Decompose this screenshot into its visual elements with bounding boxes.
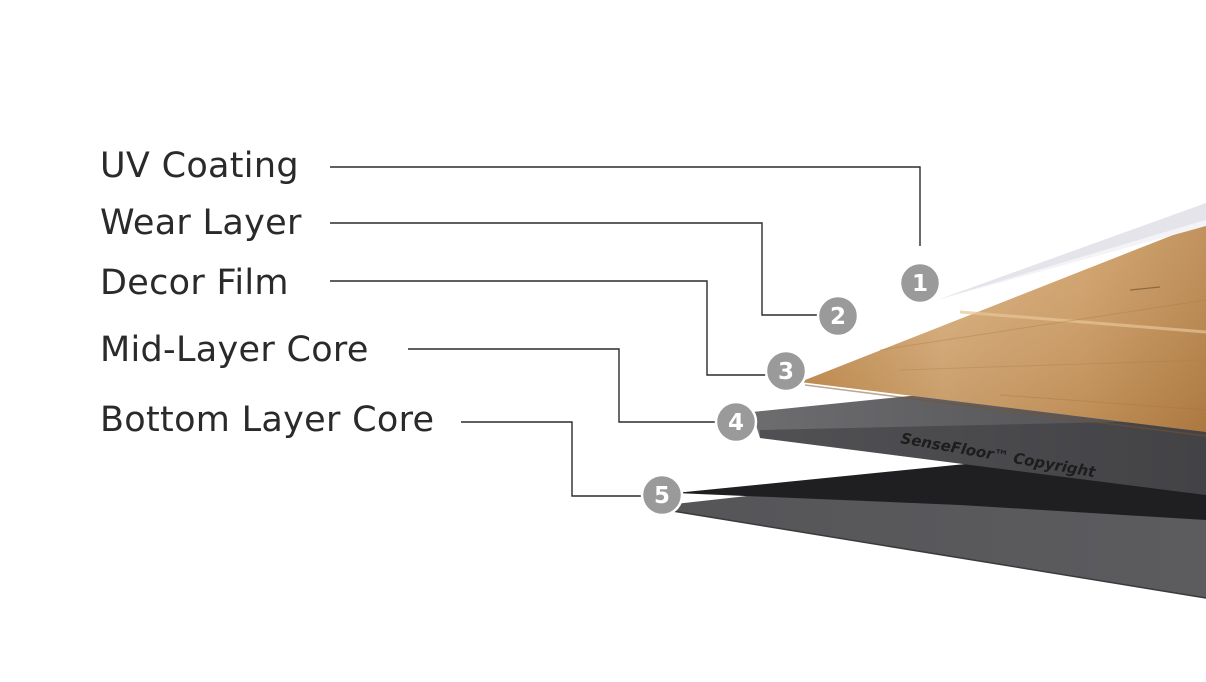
svg-text:5: 5 [654, 483, 670, 509]
leader-line-wear-layer [330, 222, 823, 316]
uv-coating-sheet [937, 203, 1206, 300]
leader-line-mid-layer-core [408, 348, 718, 423]
label-uv-coating: UV Coating [100, 146, 299, 186]
label-bottom-layer-core: Bottom Layer Core [100, 400, 435, 440]
badge-2: 2 [816, 294, 860, 338]
leader-line-decor-film [330, 280, 770, 376]
label-mid-layer-core: Mid-Layer Core [100, 330, 369, 370]
badge-4: 4 [714, 400, 758, 444]
badge-5: 5 [640, 473, 684, 517]
label-decor-film: Decor Film [100, 263, 289, 303]
label-wear-layer: Wear Layer [100, 203, 302, 243]
svg-text:3: 3 [778, 359, 794, 385]
svg-text:2: 2 [830, 304, 846, 330]
badge-1: 1 [898, 261, 942, 305]
badge-3: 3 [764, 349, 808, 393]
decor-film-wood-sheet [800, 222, 1206, 437]
svg-text:4: 4 [728, 410, 744, 436]
leader-line-bottom-layer-core [461, 421, 643, 497]
svg-text:1: 1 [912, 271, 928, 297]
leader-line-uv-coating [330, 166, 921, 246]
